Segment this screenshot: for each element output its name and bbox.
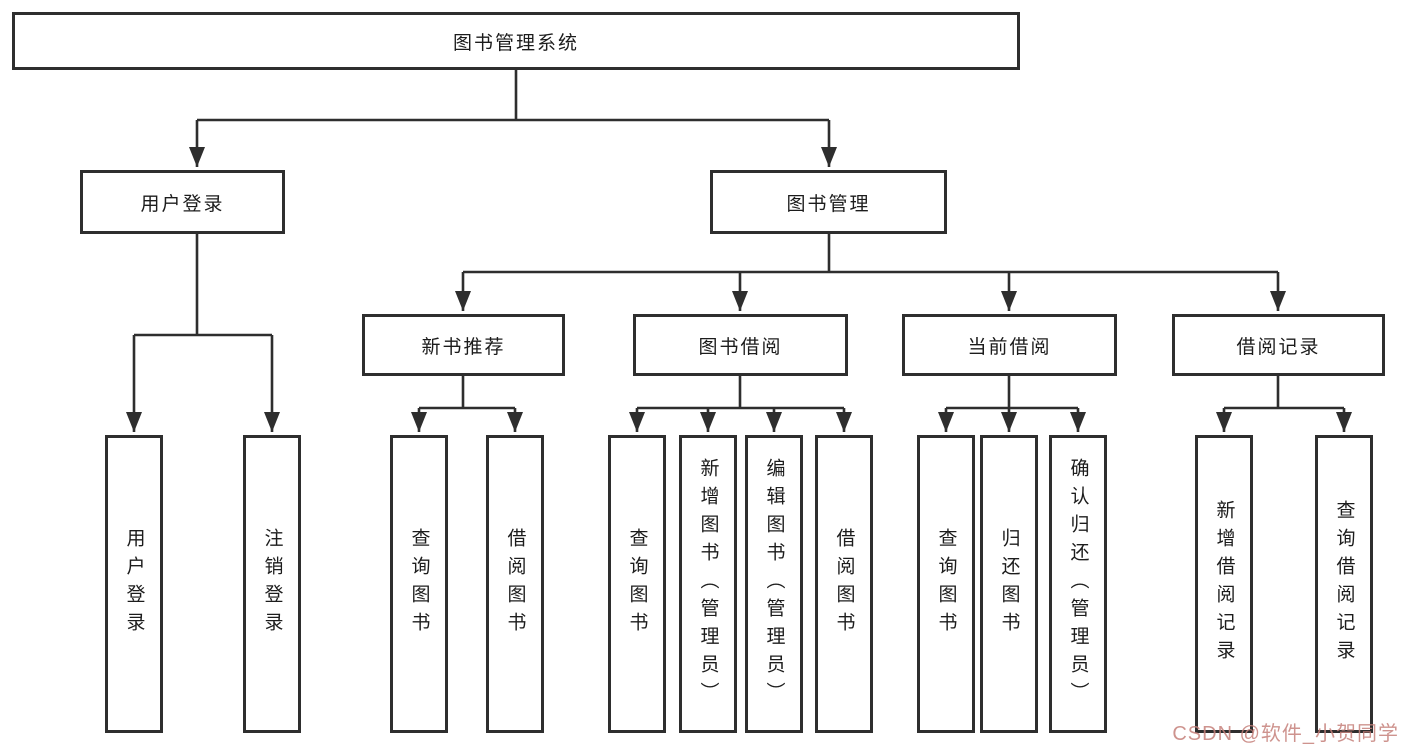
leaf-records-query-record: 查询借阅记录 [1315,435,1373,733]
leaf-newbooks-query-books-label: 查询图书 [408,528,430,640]
leaf-records-add-record: 新增借阅记录 [1195,435,1253,733]
leaf-newbooks-borrow-books: 借阅图书 [486,435,544,733]
leaf-newbooks-query-books: 查询图书 [390,435,448,733]
leaf-records-add-record-label: 新增借阅记录 [1213,500,1235,668]
leaf-user-login: 用户登录 [105,435,163,733]
leaf-records-query-record-label: 查询借阅记录 [1333,500,1355,668]
node-root-system: 图书管理系统 [12,12,1020,70]
leaf-current-return-books-label: 归还图书 [998,528,1020,640]
node-book-borrowing: 图书借阅 [633,314,848,376]
node-new-book-recommend: 新书推荐 [362,314,565,376]
leaf-newbooks-borrow-books-label: 借阅图书 [504,528,526,640]
leaf-current-return-books: 归还图书 [980,435,1038,733]
leaf-logout: 注销登录 [243,435,301,733]
leaf-borrow-borrow-books-label: 借阅图书 [833,528,855,640]
leaf-borrow-edit-books-admin: 编辑图书（管理员） [745,435,803,733]
leaf-borrow-edit-books-admin-label: 编辑图书（管理员） [763,458,785,710]
leaf-borrow-query-books: 查询图书 [608,435,666,733]
node-user-login-group: 用户登录 [80,170,285,234]
leaf-current-query-books: 查询图书 [917,435,975,733]
node-book-management: 图书管理 [710,170,947,234]
node-borrowing-records: 借阅记录 [1172,314,1385,376]
leaf-borrow-query-books-label: 查询图书 [626,528,648,640]
leaf-current-query-books-label: 查询图书 [935,528,957,640]
leaf-user-login-label: 用户登录 [123,528,145,640]
leaf-borrow-add-books-admin: 新增图书（管理员） [679,435,737,733]
leaf-borrow-borrow-books: 借阅图书 [815,435,873,733]
leaf-borrow-add-books-admin-label: 新增图书（管理员） [697,458,719,710]
csdn-watermark: CSDN @软件_小贺同学 [1172,723,1399,745]
node-current-borrowing: 当前借阅 [902,314,1117,376]
leaf-logout-label: 注销登录 [261,528,283,640]
leaf-current-confirm-return-admin-label: 确认归还（管理员） [1067,458,1089,710]
leaf-current-confirm-return-admin: 确认归还（管理员） [1049,435,1107,733]
